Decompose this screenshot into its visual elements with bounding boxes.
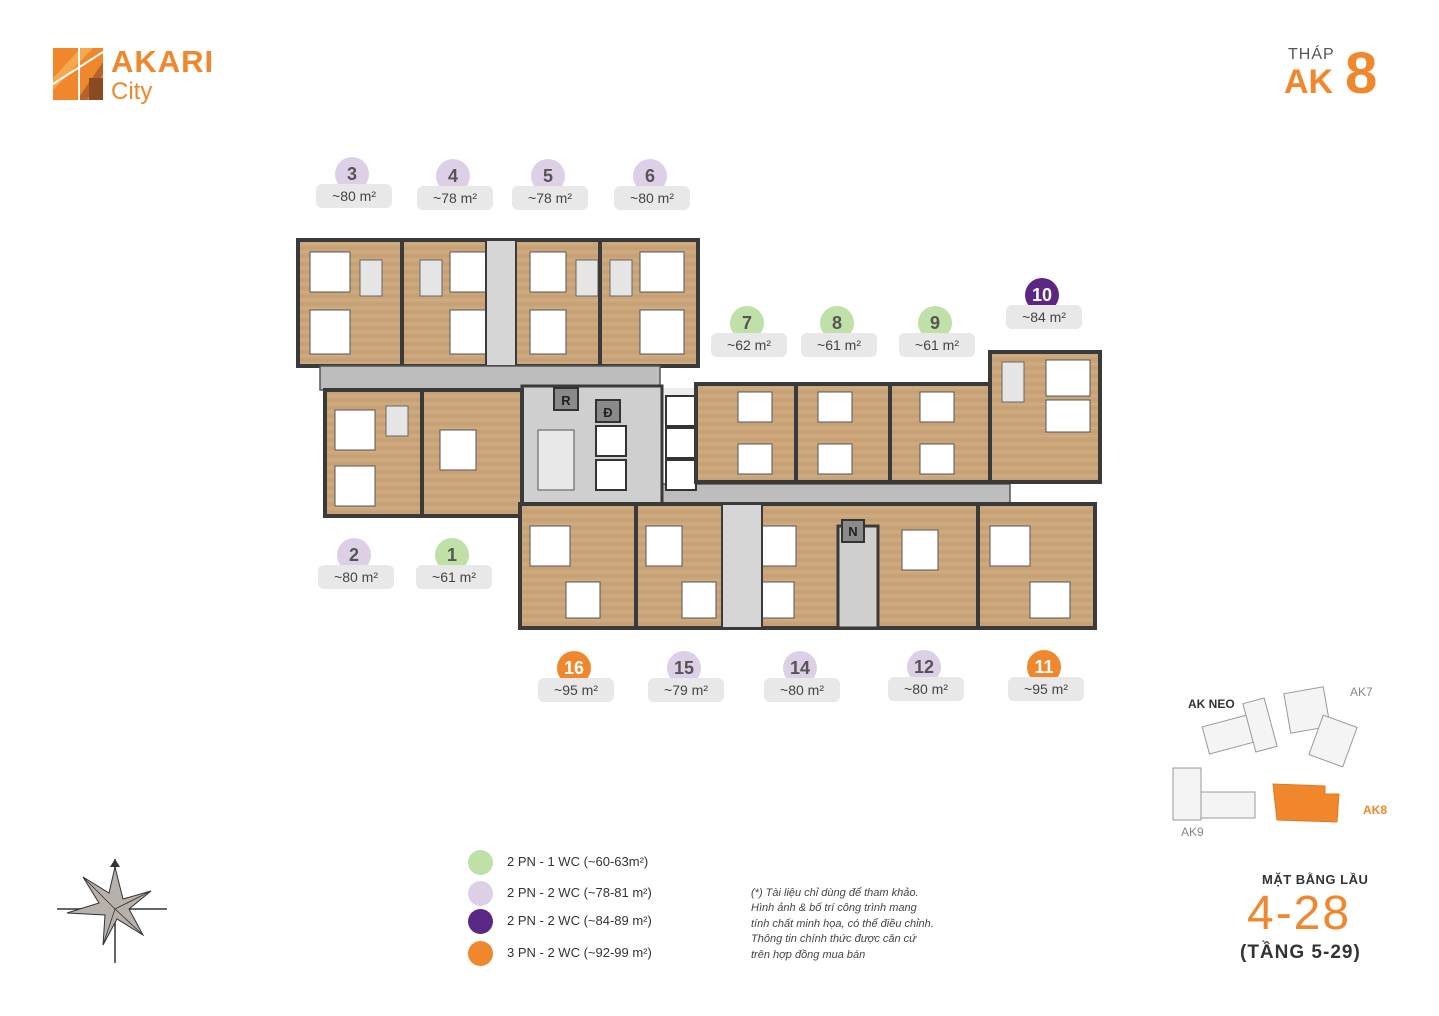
- unit-3[interactable]: 3~80 m²: [316, 157, 392, 217]
- unit-area: ~78 m²: [417, 186, 493, 210]
- floor-range: 4-28: [1247, 887, 1352, 940]
- unit-area: ~80 m²: [614, 186, 690, 210]
- unit-area: ~95 m²: [538, 678, 614, 702]
- legend-text: 2 PN - 1 WC (~60-63m²): [507, 854, 649, 869]
- unit-2[interactable]: 2~80 m²: [318, 538, 394, 598]
- note-line: Hình ảnh & bố trí công trình mang: [751, 902, 917, 915]
- floor-title: MẶT BẰNG LẦU: [1262, 872, 1369, 887]
- legend-swatch: [468, 941, 493, 966]
- note-line: Thông tin chính thức được căn cứ: [751, 933, 917, 946]
- unit-6[interactable]: 6~80 m²: [614, 159, 690, 219]
- key-map-drawing: [1172, 686, 1358, 823]
- unit-area: ~79 m²: [648, 678, 724, 702]
- brand-name: AKARI: [111, 44, 215, 79]
- legend-swatch: [468, 850, 493, 875]
- floor-plan: R Đ: [296, 238, 1102, 630]
- keymap-label-ak8: AK8: [1363, 803, 1388, 817]
- unit-12[interactable]: 12~80 m²: [888, 650, 964, 710]
- tower-name: AK: [1284, 63, 1334, 101]
- unit-area: ~61 m²: [801, 333, 877, 357]
- legend-swatch: [468, 909, 493, 934]
- akari-logo-icon: [53, 48, 103, 100]
- unit-area: ~80 m²: [764, 678, 840, 702]
- unit-7[interactable]: 7~62 m²: [711, 306, 787, 366]
- block-left: [323, 388, 524, 518]
- label-d: Đ: [603, 405, 612, 420]
- unit-area: ~80 m²: [316, 184, 392, 208]
- label-n: N: [848, 524, 857, 539]
- brand-subname: City: [111, 78, 153, 105]
- keymap-label-ak7: AK7: [1350, 685, 1373, 699]
- floor-subtitle: (TẦNG 5-29): [1240, 942, 1361, 963]
- core-left: R Đ: [520, 384, 697, 508]
- note-line: trên hợp đồng mua bán: [751, 948, 866, 961]
- unit-area: ~84 m²: [1006, 305, 1082, 329]
- unit-area: ~80 m²: [318, 565, 394, 589]
- tower-label: THÁP: [1288, 46, 1335, 63]
- keymap-label-ak9: AK9: [1181, 825, 1204, 839]
- disclaimer-note: (*) Tài liệu chỉ dùng để tham khảo. Hình…: [751, 886, 951, 963]
- unit-area: ~61 m²: [416, 565, 492, 589]
- unit-15[interactable]: 15~79 m²: [648, 651, 724, 711]
- unit-area: ~95 m²: [1008, 677, 1084, 701]
- unit-5[interactable]: 5~78 m²: [512, 159, 588, 219]
- block-right-upper: [694, 350, 1102, 484]
- compass-icon: [57, 859, 167, 963]
- unit-area: ~80 m²: [888, 677, 964, 701]
- site-key-map: AK NEO AK7 AK8 AK9: [1165, 680, 1405, 840]
- unit-10[interactable]: 10~84 m²: [1006, 278, 1082, 338]
- keymap-label-akneo: AK NEO: [1188, 697, 1235, 711]
- unit-8[interactable]: 8~61 m²: [801, 306, 877, 366]
- unit-1[interactable]: 1~61 m²: [416, 538, 492, 598]
- legend-text: 3 PN - 2 WC (~92-99 m²): [507, 945, 652, 960]
- unit-11[interactable]: 11~95 m²: [1008, 650, 1084, 710]
- note-line: (*) Tài liệu chỉ dùng để tham khảo.: [751, 887, 919, 899]
- unit-16[interactable]: 16~95 m²: [538, 651, 614, 711]
- block-bottom: N: [518, 502, 1097, 630]
- legend-text: 2 PN - 2 WC (~78-81 m²): [507, 885, 652, 900]
- unit-area: ~61 m²: [899, 333, 975, 357]
- note-line: tính chất minh họa, có thể điều chỉnh.: [751, 917, 934, 930]
- unit-9[interactable]: 9~61 m²: [899, 306, 975, 366]
- unit-14[interactable]: 14~80 m²: [764, 651, 840, 711]
- unit-area: ~78 m²: [512, 186, 588, 210]
- label-r: R: [561, 393, 571, 408]
- block-top: [296, 238, 700, 368]
- tower-number: 8: [1345, 41, 1378, 106]
- legend-text: 2 PN - 2 WC (~84-89 m²): [507, 913, 652, 928]
- unit-area: ~62 m²: [711, 333, 787, 357]
- unit-4[interactable]: 4~78 m²: [417, 159, 493, 219]
- legend-swatch: [468, 881, 493, 906]
